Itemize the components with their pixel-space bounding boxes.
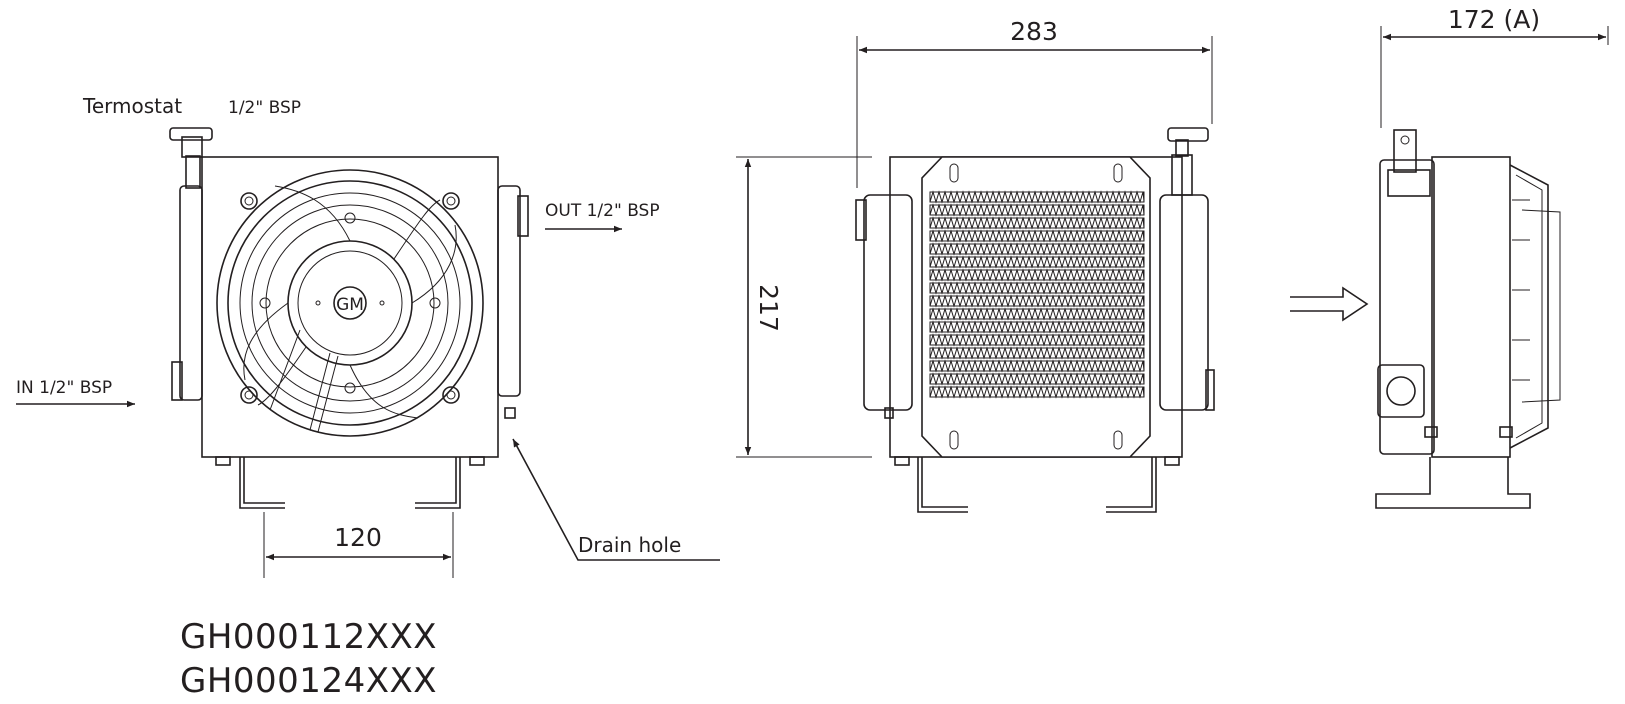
fin-pattern xyxy=(929,385,1145,399)
logo-badge xyxy=(333,286,367,320)
thermostat-label: Termostat xyxy=(82,94,182,118)
core-foot-left xyxy=(917,457,968,513)
fin-pattern xyxy=(929,242,1145,256)
dim-foot-spacing xyxy=(263,512,454,578)
end-port xyxy=(1386,376,1416,406)
mounting-feet xyxy=(215,456,485,509)
core-right-port xyxy=(1205,369,1215,411)
end-foot xyxy=(1375,457,1531,509)
drain-hole-label: Drain hole xyxy=(578,533,681,557)
fin-pattern xyxy=(929,268,1145,282)
core-left-tank xyxy=(863,194,913,411)
in-port xyxy=(171,361,183,401)
end-thermostat xyxy=(1393,129,1417,173)
airflow-arrow xyxy=(1290,286,1369,322)
fin-pattern xyxy=(929,359,1145,373)
dim-depth xyxy=(1380,26,1609,128)
motor-screws xyxy=(259,212,441,394)
core-drain xyxy=(884,407,894,419)
fin-pattern xyxy=(929,203,1145,217)
fan-shroud xyxy=(201,156,499,458)
dim-foot-spacing-value: 120 xyxy=(334,523,382,552)
thermostat-size-label: 1/2" BSP xyxy=(228,98,301,118)
drain-leader xyxy=(512,438,720,561)
fin-pattern xyxy=(929,294,1145,308)
fin-pattern xyxy=(929,346,1145,360)
fin-pattern xyxy=(929,320,1145,334)
in-port-label: IN 1/2" BSP xyxy=(16,378,112,398)
dim-height xyxy=(736,156,872,458)
dim-depth-value: 172 (A) xyxy=(1448,5,1540,34)
model-number-2: GH000124XXX xyxy=(180,661,437,701)
dim-height-value: 217 xyxy=(754,284,783,332)
fin-pattern xyxy=(929,190,1145,204)
model-number-1: GH000112XXX xyxy=(180,617,437,657)
front-view: GM xyxy=(169,127,529,509)
core-view xyxy=(855,127,1215,513)
fan-assembly: GM xyxy=(216,169,484,437)
core-right-tank xyxy=(1159,194,1209,411)
core-thermostat xyxy=(1167,127,1209,196)
core-foot-right xyxy=(1106,457,1157,513)
end-housing xyxy=(1431,156,1511,458)
dim-width-value: 283 xyxy=(1010,17,1058,46)
out-port xyxy=(517,195,529,237)
right-tank xyxy=(497,185,521,397)
core-left-port xyxy=(855,199,867,241)
end-port-boss xyxy=(1377,364,1425,418)
drain-plug xyxy=(504,407,516,419)
left-tank xyxy=(179,185,203,401)
fin-pattern xyxy=(929,307,1145,321)
logo-text: GM xyxy=(336,295,364,315)
dim-width xyxy=(856,36,1213,188)
end-fan-guard xyxy=(1509,164,1549,449)
core-fins xyxy=(929,190,1145,399)
fin-pattern xyxy=(929,229,1145,243)
fin-pattern xyxy=(929,255,1145,269)
thermostat-fitting xyxy=(169,127,213,189)
fin-pattern xyxy=(929,216,1145,230)
end-view xyxy=(1290,129,1561,509)
fan-mount-tabs xyxy=(240,192,460,404)
fin-pattern xyxy=(929,372,1145,386)
out-port-label: OUT 1/2" BSP xyxy=(545,201,660,221)
fin-pattern xyxy=(929,281,1145,295)
end-thermostat-body xyxy=(1387,169,1431,197)
end-tank xyxy=(1379,159,1435,455)
fin-pattern xyxy=(929,333,1145,347)
